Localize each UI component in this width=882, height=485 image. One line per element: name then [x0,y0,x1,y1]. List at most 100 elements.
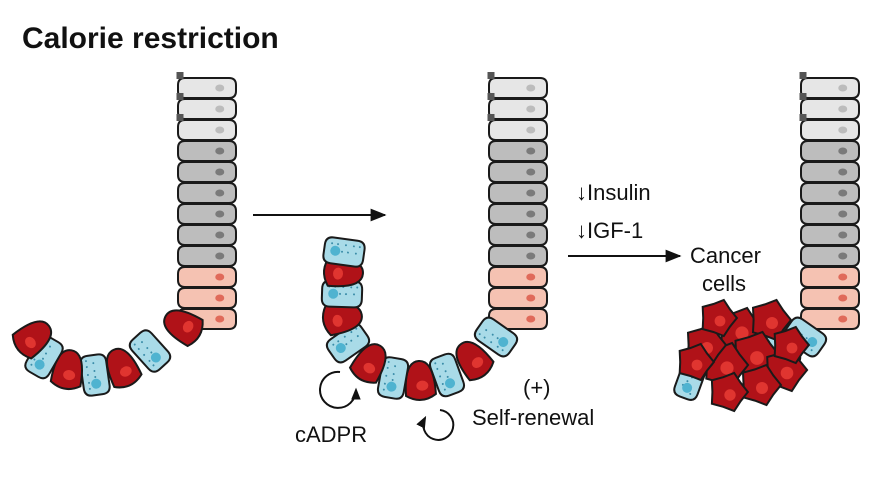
enterocyte-cell [800,182,860,204]
progenitor-cell [488,266,548,288]
nucleus [526,189,536,197]
cancer-cell [773,325,811,365]
nucleus [182,320,194,333]
enterocyte-cell [177,203,237,225]
enterocyte-cell [488,140,548,162]
cadpr-label: cADPR [295,422,367,447]
nucleus [416,380,429,391]
paneth-cell [163,309,204,348]
brush-border [799,93,807,100]
crypt-normal [11,72,237,397]
nucleus [498,337,509,348]
enterocyte-cell [177,245,237,267]
nucleus [838,231,848,239]
enterocyte-cell [800,245,860,267]
igf1-label: ↓IGF-1 [576,218,643,243]
nucleus [150,352,161,363]
nucleus [333,267,344,280]
villus-cell [488,98,548,120]
nucleus [215,168,225,176]
villus-cell [488,77,548,99]
nucleus [838,294,848,302]
nucleus [332,314,343,327]
nucleus [215,84,225,92]
enterocyte-cell [488,203,548,225]
brush-border [176,72,184,79]
progenitor-cell [488,308,548,330]
cycle-arrow-icon [319,370,361,409]
nucleus [838,315,848,323]
nucleus [215,189,225,197]
nucleus [215,147,225,155]
nucleus [526,105,536,113]
nucleus [838,168,848,176]
nucleus [386,381,397,392]
enterocyte-cell [177,161,237,183]
nucleus [363,362,376,374]
crypt-cancer [673,72,860,413]
brush-border [176,114,184,121]
nucleus [471,357,484,368]
nucleus [215,210,225,218]
stem-cell [128,329,172,373]
brush-border [799,72,807,79]
stem-cell [320,279,364,309]
progenitor-cell [177,266,237,288]
nucleus [215,315,225,323]
nucleus [838,273,848,281]
cancer-cell [701,298,739,338]
nucleus [838,105,848,113]
nucleus [215,273,225,281]
enterocyte-cell [488,245,548,267]
nucleus [526,84,536,92]
enterocyte-cell [177,224,237,246]
paneth-cell [11,320,53,360]
nucleus [682,382,693,393]
stem-cell [79,353,111,397]
enterocyte-cell [488,224,548,246]
villus-cell [800,77,860,99]
stem-cell [428,352,466,398]
crypt-calorie-restricted [320,72,548,401]
cycle-arrow-icon [416,409,455,441]
self-renewal-label: Self-renewal [472,405,594,430]
cancer-label-line1: Cancer [690,243,761,268]
nucleus [838,147,848,155]
nucleus [838,126,848,134]
enterocyte-cell [800,203,860,225]
nucleus [63,370,76,381]
brush-border [487,93,495,100]
nucleus [526,168,536,176]
insulin-label: ↓Insulin [576,180,651,205]
enterocyte-cell [800,161,860,183]
cancer-label-line2: cells [702,271,746,296]
enterocyte-cell [800,224,860,246]
nucleus [215,294,225,302]
nucleus [215,126,225,134]
villus-cell [177,98,237,120]
villus-cell [488,119,548,141]
nucleus [25,336,36,349]
brush-border [799,114,807,121]
nucleus [328,288,339,299]
nucleus [838,189,848,197]
cancer-cell [678,342,716,382]
villus-cell [800,98,860,120]
enterocyte-cell [488,182,548,204]
nucleus [838,84,848,92]
brush-border [487,72,495,79]
nucleus [526,231,536,239]
nucleus [330,245,341,256]
enterocyte-cell [488,161,548,183]
nucleus [445,378,456,389]
nucleus [526,252,536,260]
nucleus [526,294,536,302]
nucleus [526,210,536,218]
nucleus [91,378,102,389]
progenitor-cell [488,287,548,309]
enterocyte-cell [800,140,860,162]
nucleus [120,366,132,377]
plus-label: (+) [523,375,551,400]
nucleus [838,210,848,218]
